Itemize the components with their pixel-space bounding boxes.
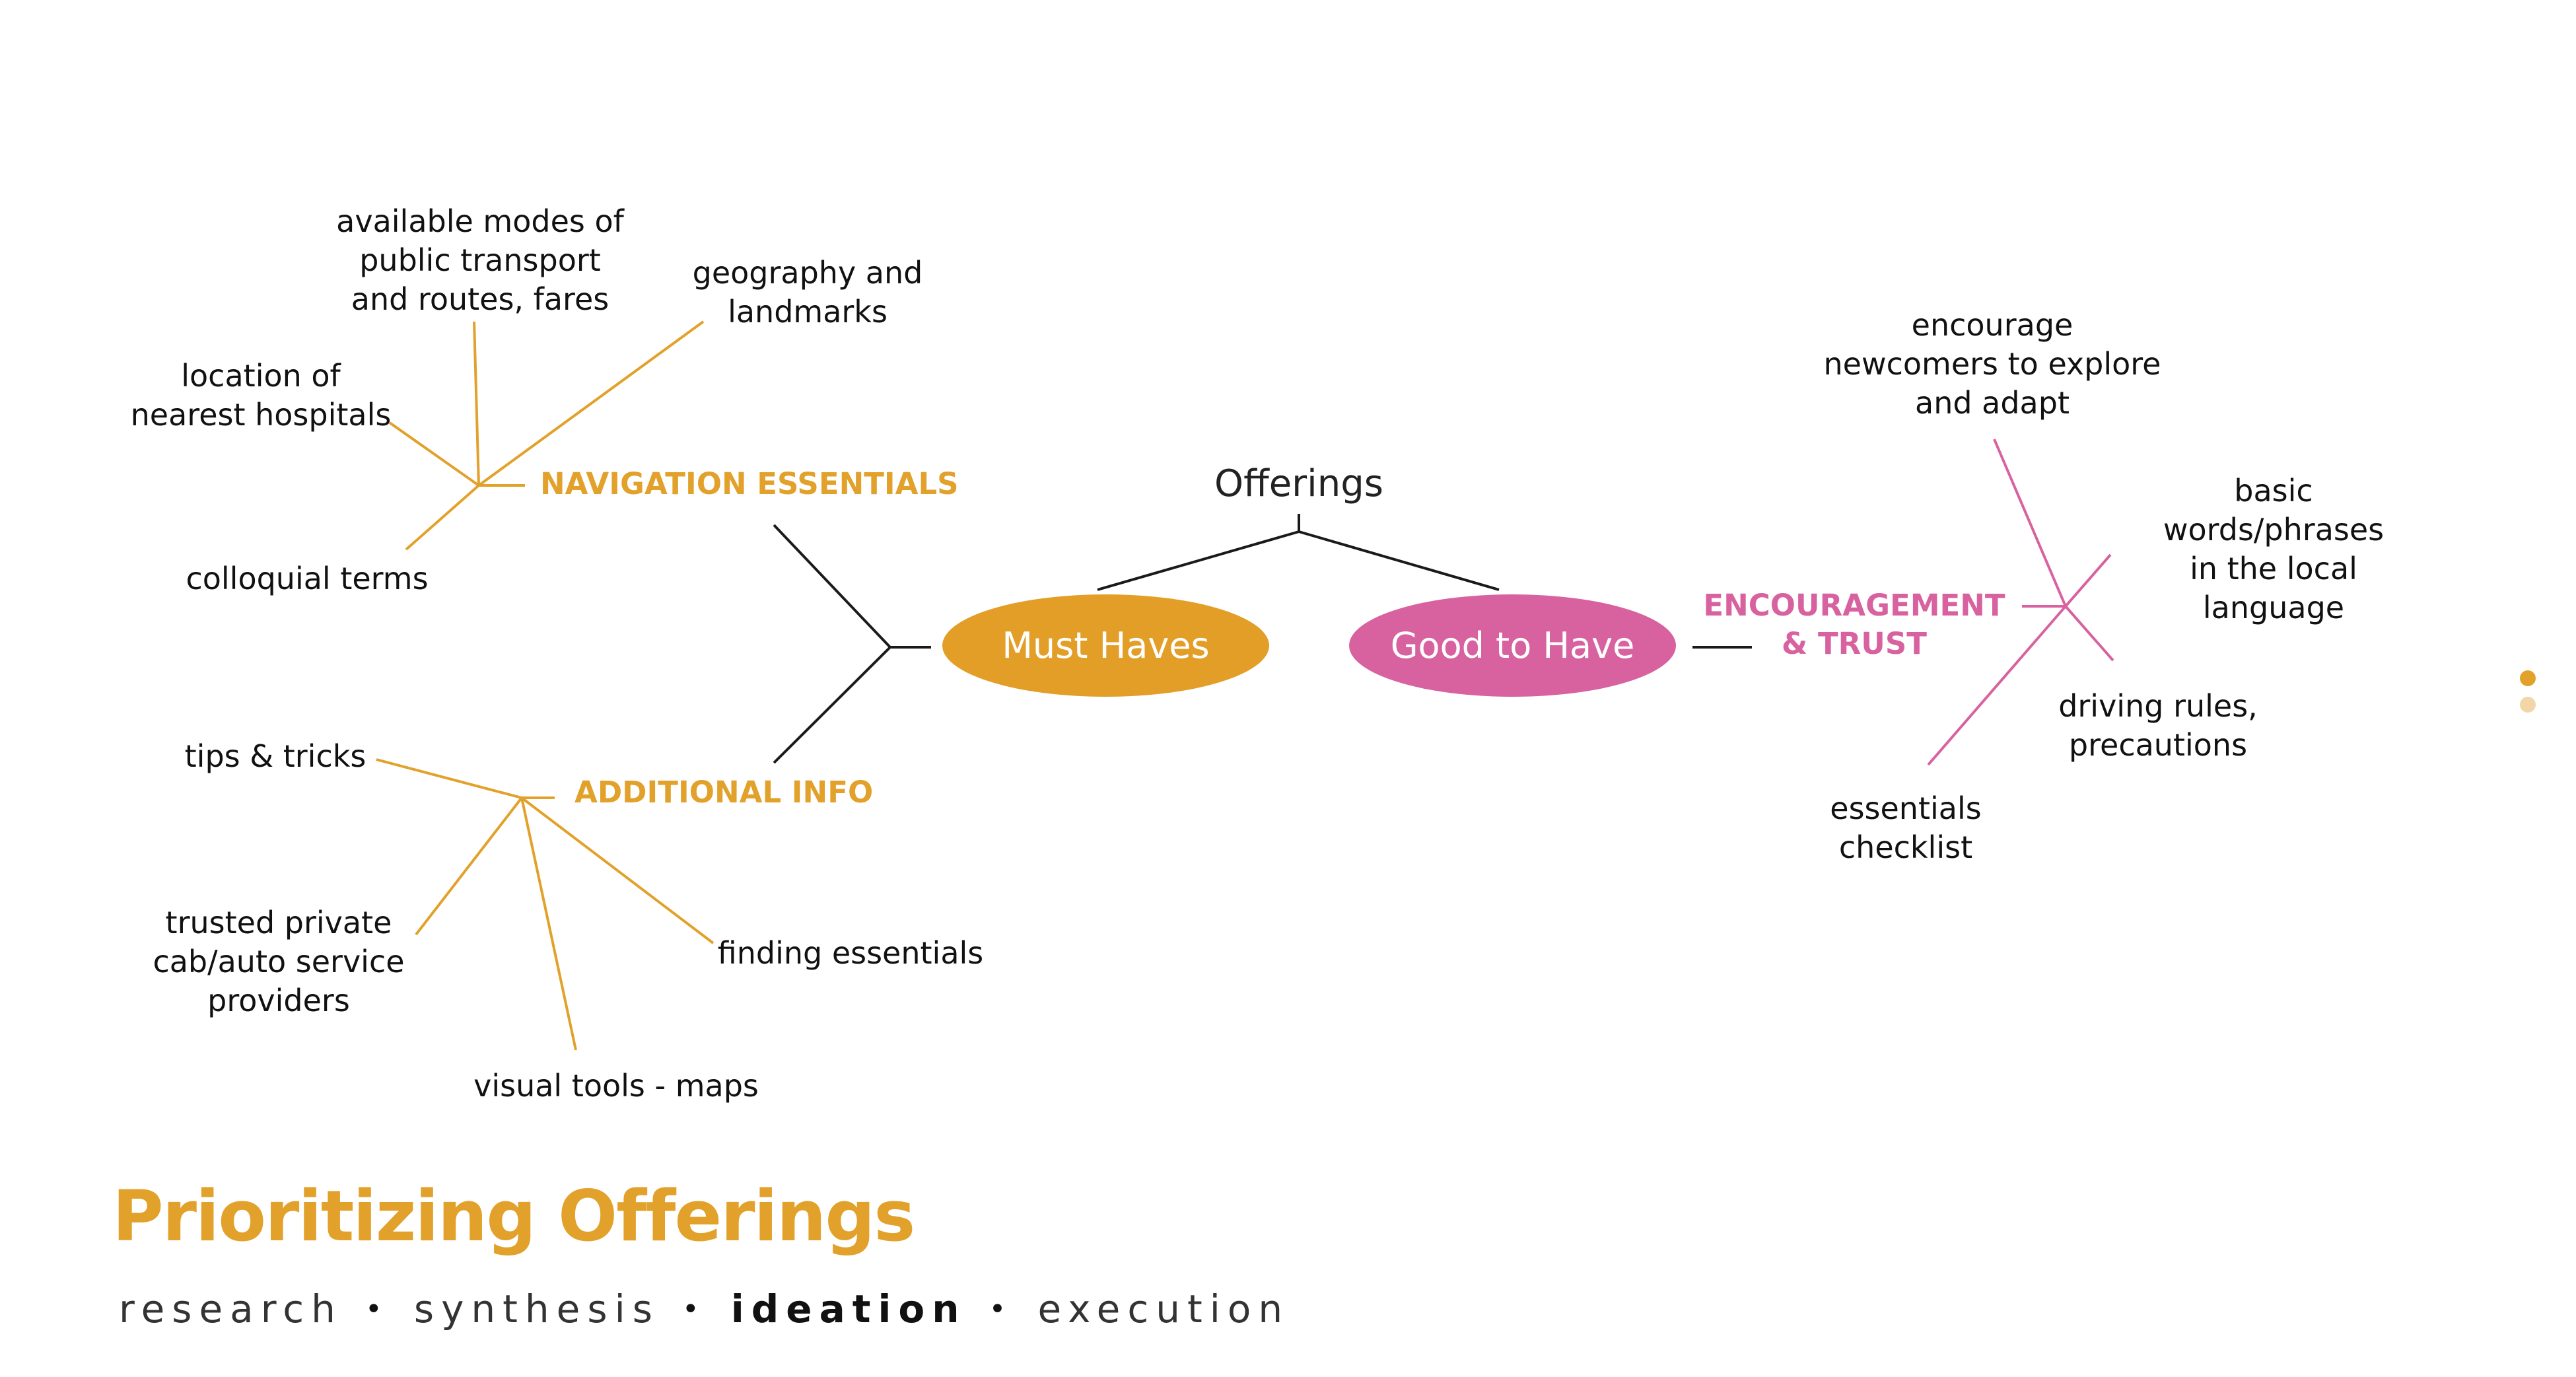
nav-item-colloquial-terms: colloquial terms xyxy=(186,561,429,596)
pager-dot[interactable] xyxy=(2520,697,2536,713)
step-ideation: ideation xyxy=(730,1287,967,1331)
info-item-cab-providers: trusted private cab/auto service provide… xyxy=(153,905,405,1018)
nav-item-geography: geography and landmarks xyxy=(692,255,923,330)
must-haves-node: Must Haves xyxy=(942,594,1269,697)
info-item-visual-tools: visual tools - maps xyxy=(473,1068,759,1104)
trust-item-encourage: encourage newcomers to explore and adapt xyxy=(1823,307,2161,421)
good-to-have-node: Good to Have xyxy=(1349,594,1676,697)
encouragement-branches xyxy=(1927,439,2114,766)
step-separator: • xyxy=(681,1292,699,1326)
trust-item-checklist: essentials checklist xyxy=(1830,791,1982,865)
additional-branches xyxy=(376,758,714,1051)
info-item-finding-essentials: finding essentials xyxy=(717,935,984,971)
trust-item-driving-rules: driving rules, precautions xyxy=(2058,688,2258,763)
root-connectors xyxy=(773,514,1752,764)
nav-item-public-transport: available modes of public transport and … xyxy=(336,203,624,317)
root-title-offerings: Offerings xyxy=(1214,462,1383,505)
pager-dot-active[interactable] xyxy=(2520,670,2536,686)
trust-item-local-language: basic words/phrases in the local languag… xyxy=(2163,473,2385,625)
step-execution: execution xyxy=(1037,1287,1290,1331)
page-title: Prioritizing Offerings xyxy=(112,1176,915,1257)
navigation-branches xyxy=(388,320,705,551)
step-synthesis: synthesis xyxy=(413,1287,660,1331)
encouragement-trust-heading: ENCOURAGEMENT & TRUST xyxy=(1703,588,2005,661)
step-separator: • xyxy=(365,1292,382,1326)
process-steps: research • synthesis • ideation • execut… xyxy=(119,1287,1290,1331)
navigation-essentials-heading: NAVIGATION ESSENTIALS xyxy=(540,466,959,501)
step-research: research xyxy=(119,1287,343,1331)
info-item-tips-tricks: tips & tricks xyxy=(184,738,366,774)
nav-item-hospitals: location of nearest hospitals xyxy=(130,358,392,433)
additional-info-heading: ADDITIONAL INFO xyxy=(574,775,874,810)
step-separator: • xyxy=(989,1292,1006,1326)
